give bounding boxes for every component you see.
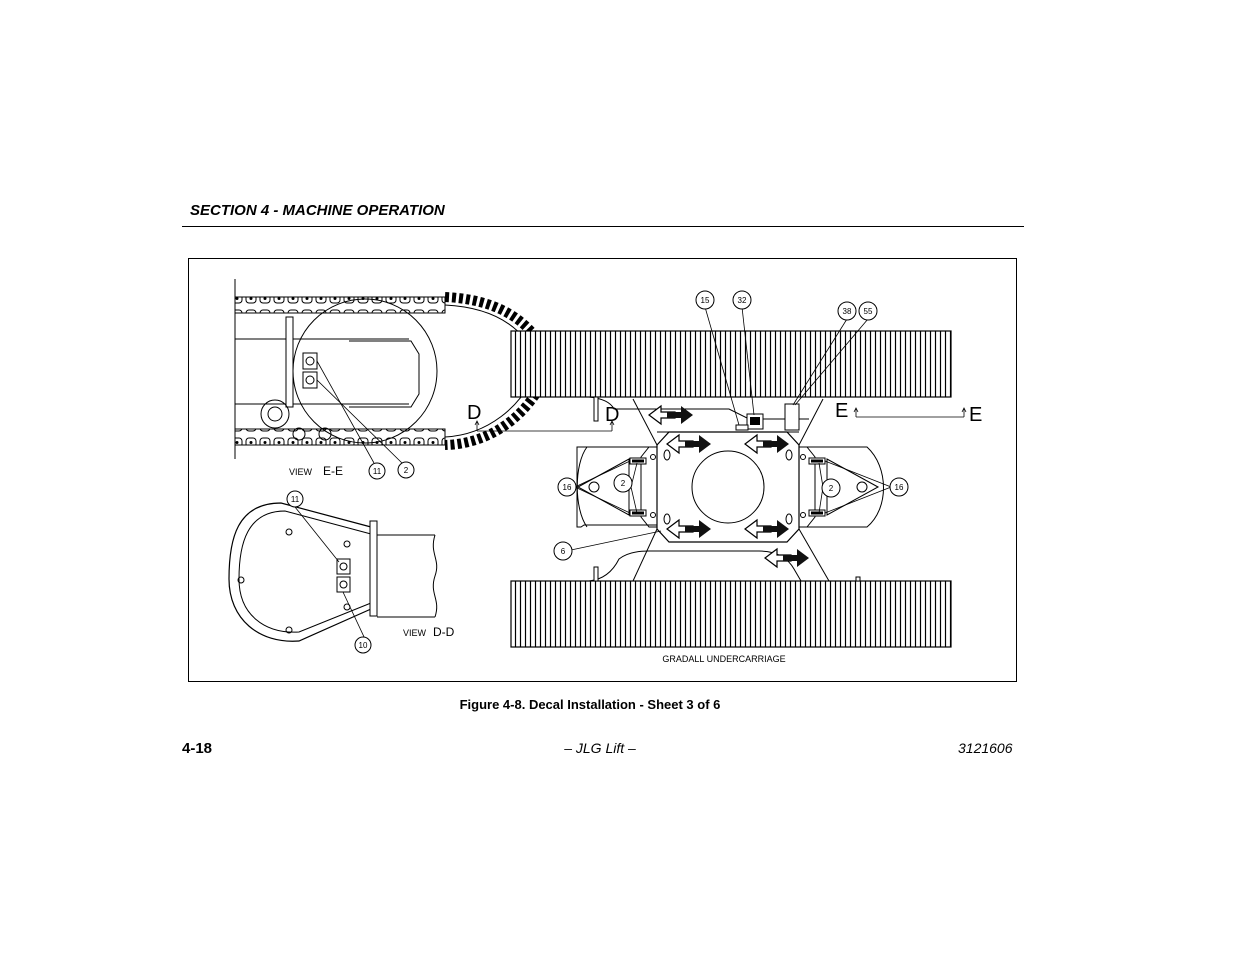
callout-2-ee-text: 2 — [404, 466, 409, 475]
document-number: 3121606 — [958, 740, 1013, 756]
section-d-left: D — [467, 402, 481, 424]
callout-15-text: 15 — [701, 296, 710, 305]
lower-track — [510, 580, 952, 648]
callout-6 — [553, 541, 573, 561]
upper-track — [510, 330, 952, 398]
callout-11-ee-text: 11 — [373, 467, 382, 476]
callout-10-dd — [354, 636, 372, 654]
figure-caption: Figure 4-8. Decal Installation - Sheet 3… — [459, 697, 721, 712]
callout-2-right — [821, 478, 841, 498]
callout-16-left-text: 16 — [563, 483, 572, 492]
section-e-left: E — [835, 400, 848, 422]
callout-2-ee — [397, 461, 415, 479]
direction-arrow-right-6 — [783, 549, 809, 567]
callout-11-dd — [286, 490, 304, 508]
callout-11-ee — [368, 462, 386, 480]
view-dd-drawing: 11 10 VIEW D-D — [228, 490, 455, 654]
callout-16-right — [889, 477, 909, 497]
callout-10-dd-text: 10 — [359, 641, 368, 650]
section-e-right: E — [969, 404, 982, 426]
callout-38-text: 38 — [843, 307, 852, 316]
view-dd-word: VIEW — [403, 628, 427, 638]
decal-2-ee — [302, 371, 318, 389]
view-ee-drawing: VIEW E-E 11 2 — [234, 279, 557, 480]
callout-16-right-text: 16 — [895, 483, 904, 492]
callout-38 — [837, 301, 857, 321]
callout-6-text: 6 — [561, 547, 566, 556]
callout-2-left-text: 2 — [621, 479, 626, 488]
decal-11-ee — [302, 352, 318, 370]
callout-2-left — [613, 473, 633, 493]
callout-55-text: 55 — [864, 307, 873, 316]
decal-installation-drawing: VIEW E-E 11 2 11 10 VIEW D-D — [228, 279, 982, 664]
page-number: 4-18 — [182, 740, 213, 757]
slew-ring — [691, 450, 765, 524]
decal-10-dd — [336, 576, 351, 593]
callout-15 — [695, 290, 715, 310]
callout-2-right-text: 2 — [829, 484, 834, 493]
callout-55 — [858, 301, 878, 321]
callout-11-dd-text: 11 — [291, 495, 300, 504]
decal-15 — [735, 424, 749, 431]
view-ee-word: VIEW — [289, 467, 313, 477]
callout-16-left — [557, 477, 577, 497]
section-title: SECTION 4 - MACHINE OPERATION — [190, 202, 445, 219]
undercarriage-label: GRADALL UNDERCARRIAGE — [662, 654, 785, 664]
header-rule — [182, 226, 1024, 227]
decal-38-55 — [784, 403, 800, 431]
callout-32-text: 32 — [738, 296, 747, 305]
section-d-right: D — [605, 404, 619, 426]
view-ee-label: E-E — [323, 464, 343, 478]
view-dd-label: D-D — [433, 625, 455, 639]
callout-32 — [732, 290, 752, 310]
footer-brand: – JLG Lift – — [564, 740, 636, 756]
figure-frame: VIEW E-E 11 2 11 10 VIEW D-D — [188, 258, 1017, 682]
undercarriage-drawing: D D E E 15 32 38 55 — [467, 290, 982, 664]
decal-11-dd — [336, 558, 351, 575]
